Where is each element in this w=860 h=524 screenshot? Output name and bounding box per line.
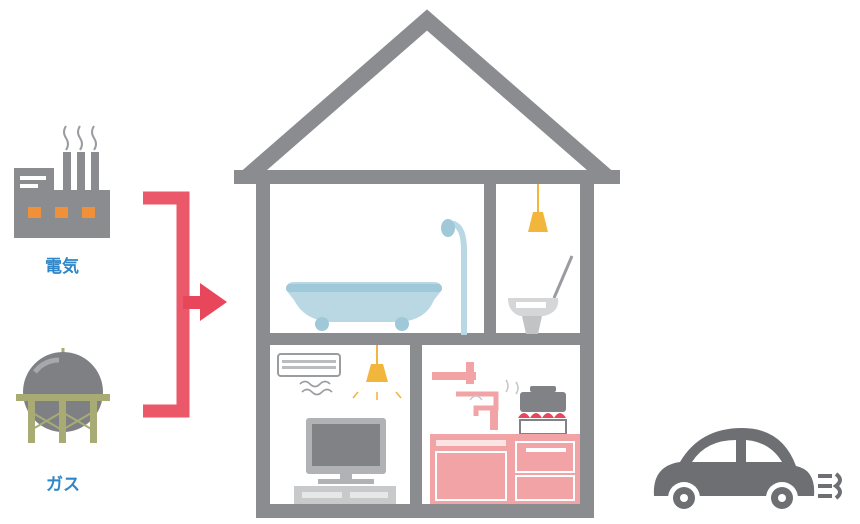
television-icon [294, 418, 396, 504]
ceiling-light-icon [353, 345, 401, 400]
kitchen-counter-icon [430, 434, 580, 504]
ceiling-light-icon [528, 184, 548, 232]
electricity-label: 電気 [12, 252, 112, 277]
supply-arrow [143, 198, 227, 411]
faucet-icon [432, 362, 498, 430]
toilet-icon [508, 256, 572, 334]
gas-label: ガス [13, 470, 113, 495]
car-icon [654, 428, 840, 514]
bathtub-icon [286, 282, 442, 331]
gas-tank-icon [16, 348, 110, 443]
air-conditioner-icon [278, 354, 340, 395]
stove-icon [506, 380, 566, 434]
factory-icon [14, 126, 110, 238]
shower-icon [441, 219, 464, 335]
